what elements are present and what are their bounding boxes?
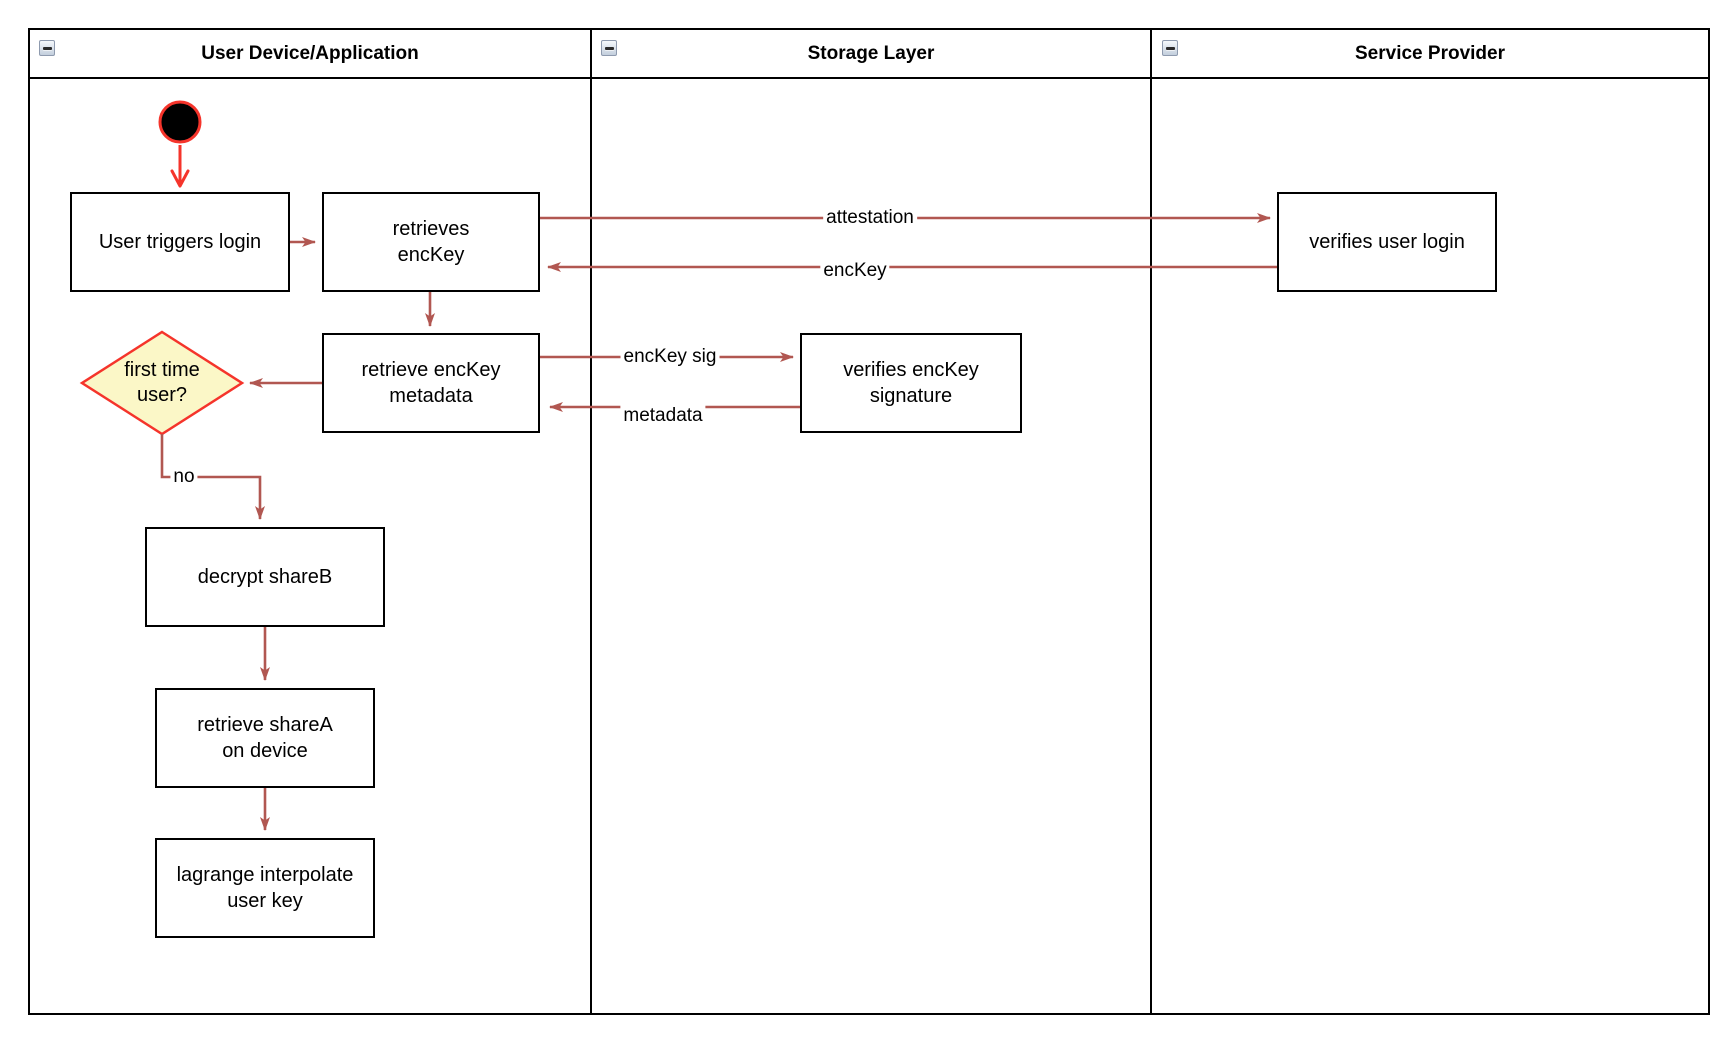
edge-label-metadata[interactable]: metadata <box>620 405 706 427</box>
node-user-triggers-login[interactable]: User triggers login <box>70 192 290 292</box>
node-decrypt-shareb[interactable]: decrypt shareB <box>145 527 385 627</box>
edge-label-enckey-sig[interactable]: encKey sig <box>620 346 720 368</box>
decision-label: first time user? <box>92 343 232 423</box>
header-divider <box>30 77 1708 79</box>
edge-label-no[interactable]: no <box>170 466 198 488</box>
initial-node[interactable] <box>158 100 202 144</box>
edge-label-enckey[interactable]: encKey <box>820 260 890 282</box>
lane-storage-layer: Storage Layer <box>592 30 1152 1013</box>
node-retrieve-sharea[interactable]: retrieve shareA on device <box>155 688 375 788</box>
minus-glyph <box>604 46 614 50</box>
minus-glyph <box>1165 46 1175 50</box>
node-label: verifies encKey signature <box>843 359 979 407</box>
node-label: verifies user login <box>1309 231 1465 253</box>
node-lagrange-interpolate[interactable]: lagrange interpolate user key <box>155 838 375 938</box>
node-label: retrieves encKey <box>392 218 470 266</box>
lane-header-storage-layer[interactable]: Storage Layer <box>592 30 1150 77</box>
node-label: first time user? <box>124 359 200 406</box>
node-verifies-user-login[interactable]: verifies user login <box>1277 192 1497 292</box>
node-verifies-enckey-signature[interactable]: verifies encKey signature <box>800 333 1022 433</box>
node-retrieves-enckey[interactable]: retrieves encKey <box>322 192 540 292</box>
collapse-icon[interactable] <box>39 40 55 56</box>
lane-user-device: User Device/Application <box>30 30 592 1013</box>
node-retrieve-enckey-metadata[interactable]: retrieve encKey metadata <box>322 333 540 433</box>
node-label: User triggers login <box>98 231 262 253</box>
swimlane-pool: User Device/Application Storage Layer Se… <box>28 28 1710 1015</box>
collapse-icon[interactable] <box>601 40 617 56</box>
lane-header-user-device[interactable]: User Device/Application <box>30 30 590 77</box>
lane-header-service-provider[interactable]: Service Provider <box>1152 30 1708 77</box>
minus-glyph <box>42 46 52 50</box>
lane-title-text: Storage Layer <box>807 42 935 64</box>
arrow-no-branch[interactable] <box>160 434 265 520</box>
edge-label-attestation[interactable]: attestation <box>823 207 917 229</box>
lane-title-text: Service Provider <box>1355 42 1505 64</box>
lane-title-text: User Device/Application <box>201 42 419 64</box>
node-label: decrypt shareB <box>197 566 333 588</box>
lane-service-provider: Service Provider <box>1152 30 1708 1013</box>
collapse-icon[interactable] <box>1162 40 1178 56</box>
start-arrowhead-icon <box>170 169 190 188</box>
node-label: lagrange interpolate user key <box>176 864 354 912</box>
node-label: retrieve shareA on device <box>197 714 333 762</box>
node-label: retrieve encKey metadata <box>361 359 501 407</box>
